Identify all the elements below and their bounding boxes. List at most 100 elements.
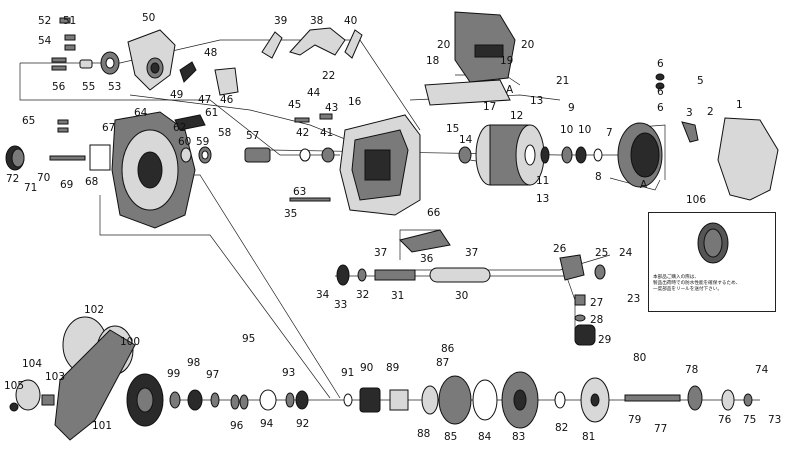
part-label: 77 [654, 423, 667, 435]
part-label: 49 [170, 89, 183, 101]
part-label: 2 [707, 106, 714, 118]
part-69-shaft [49, 155, 86, 161]
part-label: 55 [82, 81, 95, 93]
part-36-guide [399, 229, 451, 253]
part-25-collar [594, 264, 606, 280]
part-3-clip [681, 121, 699, 143]
part-label: 28 [590, 314, 603, 326]
parts-5-screws [655, 73, 665, 90]
part-53-gear [100, 51, 120, 75]
part-label: 75 [743, 414, 756, 426]
part-label: 34 [316, 289, 330, 301]
part-55-spring [79, 59, 93, 69]
part-label: 71 [24, 182, 37, 194]
part-label: 87 [436, 357, 449, 369]
part-label: 22 [322, 70, 335, 82]
part-38-cover [289, 27, 346, 56]
part-label: 78 [685, 364, 698, 376]
part-label: 46 [220, 94, 234, 106]
part-label: 98 [187, 357, 200, 369]
part-26-pawl [559, 254, 585, 281]
part-label: 39 [274, 15, 287, 27]
part-label: 90 [360, 362, 373, 374]
part-label: 94 [260, 418, 274, 430]
part-100-handle [54, 316, 136, 441]
part-label: 53 [108, 81, 121, 93]
part-label: 11 [536, 175, 549, 187]
part-label: 81 [582, 431, 595, 443]
part-label: 103 [45, 371, 65, 383]
part-label: 40 [344, 15, 357, 27]
part-label: 58 [218, 127, 231, 139]
part-label: 100 [120, 336, 140, 348]
part-label: 13 [530, 95, 543, 107]
part-label: 86 [441, 343, 455, 355]
part-16-frame [339, 114, 421, 216]
part-label: 66 [427, 207, 441, 219]
part-label: 15 [446, 123, 459, 135]
part-label: 6 [657, 58, 664, 70]
part-label: 26 [553, 243, 567, 255]
parts-81-82-gear [554, 377, 610, 423]
part-label: 29 [598, 334, 611, 346]
part-label: 97 [206, 369, 219, 381]
part-label: 57 [246, 130, 259, 142]
part-label: 7 [606, 127, 613, 139]
part-61-62-levers [174, 114, 206, 131]
part-1-sideplate [717, 117, 779, 201]
part-label: 83 [512, 431, 525, 443]
part-label: 35 [284, 208, 297, 220]
part-label: 33 [334, 299, 347, 311]
ref-mark: A [506, 84, 514, 96]
part-drag-star [126, 373, 164, 427]
parts-42-45-pins [294, 113, 335, 163]
part-label: 102 [84, 304, 104, 316]
part-label: 92 [296, 418, 309, 430]
part-label: 61 [205, 107, 218, 119]
part-64-sideplate [111, 111, 196, 229]
part-103-nut [41, 394, 55, 406]
screws-top-left [57, 17, 76, 133]
part-label: 65 [22, 115, 35, 127]
part-label: 19 [500, 55, 513, 67]
part-label: 88 [417, 428, 430, 440]
part-label: 67 [102, 122, 115, 134]
part-label: 60 [178, 136, 191, 148]
part-29-cap [574, 324, 596, 346]
part-label: 93 [282, 367, 295, 379]
part-label: 73 [768, 414, 781, 426]
part-label: 64 [134, 107, 148, 119]
part-label: 105 [4, 380, 24, 392]
part-label: 62 [173, 122, 186, 134]
part-57-pinion [244, 147, 271, 163]
part-label: 12 [510, 110, 523, 122]
part-label: 37 [465, 247, 478, 259]
parts-8-10-bearings [561, 146, 603, 164]
part-label: 56 [52, 81, 66, 93]
part-label: 99 [167, 368, 180, 380]
part-label: 20 [437, 39, 450, 51]
part-label: 9 [568, 102, 575, 114]
part-label: 1 [736, 99, 743, 111]
part-6-cover [617, 122, 663, 188]
part-label: 16 [348, 96, 362, 108]
part-106-cap-image [697, 222, 729, 264]
part-label: 6 [657, 102, 664, 114]
part-label: 68 [85, 176, 98, 188]
part-33-gear [336, 264, 350, 286]
part-label: 5 [697, 75, 704, 87]
part-35-rod [289, 197, 331, 202]
part-label: 82 [555, 422, 568, 434]
part-12-spool [475, 124, 545, 186]
part-label: 23 [627, 293, 640, 305]
part-label: 50 [142, 12, 155, 24]
part-50-bracket [127, 29, 176, 91]
notice-box: 本部品ご購入の際は、 製品出荷時での防水性能を確保するため、 一度部品をリールを… [648, 212, 776, 312]
part-label: 104 [22, 358, 42, 370]
part-label: 30 [455, 290, 468, 302]
parts-93-99-washers [169, 389, 309, 411]
part-label: 48 [204, 47, 217, 59]
part-label: 13 [536, 193, 549, 205]
part-label: 79 [628, 414, 641, 426]
part-label: 25 [595, 247, 608, 259]
